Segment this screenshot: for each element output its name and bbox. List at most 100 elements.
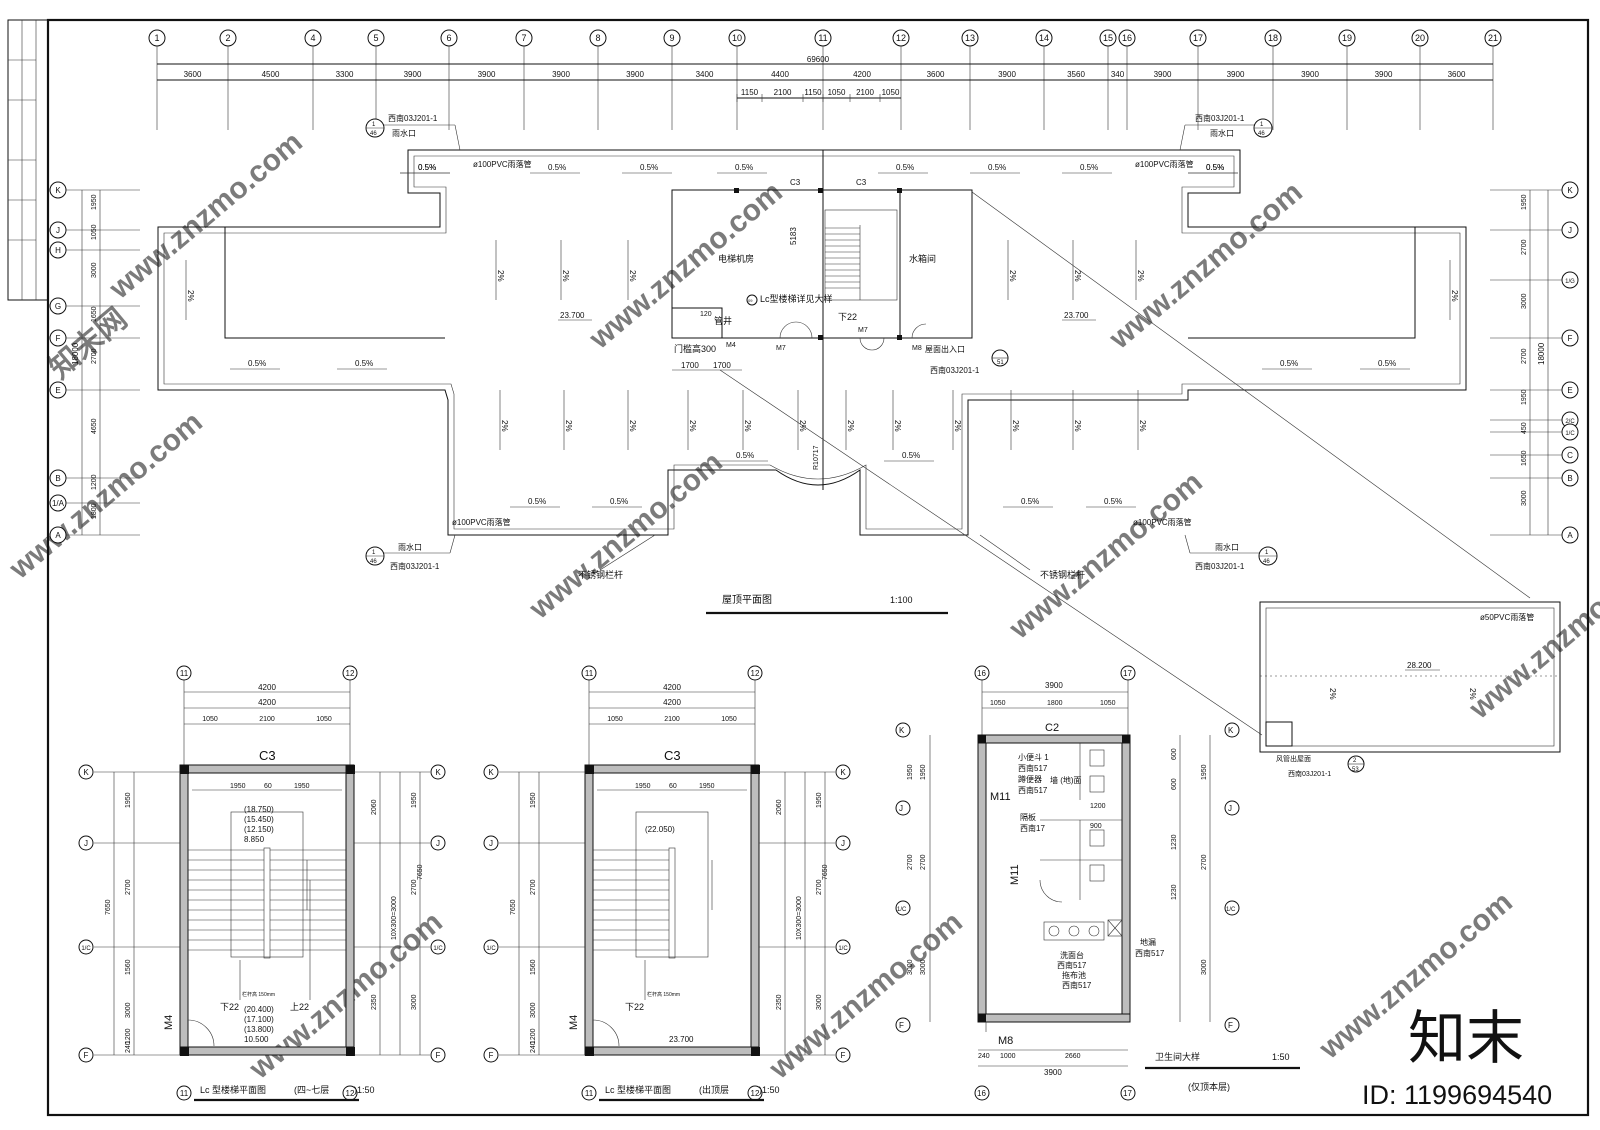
axis-label: 13	[965, 33, 975, 43]
axis-label: F	[489, 1051, 494, 1060]
svg-text:1: 1	[1260, 122, 1264, 128]
left-total-dimension: 18000	[71, 342, 80, 365]
svg-text:M8: M8	[998, 1035, 1013, 1047]
stair-right-dim: 2350	[371, 994, 378, 1010]
axis-label: A	[55, 531, 61, 540]
axis-label: K	[55, 186, 61, 195]
stair-left-dim: 1560	[125, 959, 132, 975]
right-dimension: 1650	[1521, 450, 1528, 466]
axis-label: 16	[1122, 33, 1132, 43]
slope-label: 0.5%	[988, 163, 1006, 172]
svg-text:3900: 3900	[1045, 681, 1063, 690]
svg-text:17: 17	[1123, 1089, 1132, 1098]
svg-text:1:50: 1:50	[1272, 1052, 1290, 1062]
stair-window-label: C3	[664, 748, 681, 763]
axis-label: H	[55, 246, 61, 255]
axis-label: 1/C	[81, 946, 91, 952]
door-m4: M4	[726, 342, 736, 349]
slope-2pct-label: 2%	[1011, 420, 1020, 432]
bay-dimension: 3560	[1067, 70, 1085, 79]
left-dimension: 1950	[91, 194, 98, 210]
pipe-shaft-dim: 120	[700, 311, 712, 318]
axis-label: 4	[310, 33, 315, 43]
axis-label: 12	[346, 669, 355, 678]
stair-dim: 1050	[721, 716, 737, 723]
center-dimension: 2100	[774, 88, 792, 97]
stair-wall-left	[179, 764, 189, 1056]
axis-label: 2	[225, 33, 230, 43]
svg-text:1: 1	[372, 122, 376, 128]
svg-text:西南03J201-1: 西南03J201-1	[1195, 113, 1245, 123]
stair-detail-title: Lc 型楼梯平面图	[605, 1084, 671, 1095]
axis-label: J	[841, 839, 845, 848]
stair-elevation: 8.850	[244, 835, 265, 844]
svg-text:1050: 1050	[1100, 700, 1116, 707]
bay-dimension: 3900	[404, 70, 422, 79]
svg-text:地漏: 地漏	[1140, 937, 1156, 947]
axis-label: E	[1567, 386, 1572, 395]
slope-label: 0.5%	[1021, 497, 1039, 506]
axis-label: 11	[818, 33, 827, 43]
svg-text:西南517: 西南517	[1057, 960, 1087, 970]
stair-wall-right	[345, 764, 355, 1056]
toilet-detail: 16 17 3900 1050 1800 1050 C2 小便斗 1 西南517…	[895, 665, 1300, 1101]
svg-text:2%: 2%	[1468, 688, 1477, 700]
bay-dimension: 3600	[927, 70, 945, 79]
axis-label: K	[83, 768, 89, 777]
axis-label: 1/C	[486, 946, 496, 952]
slope-label: 0.5%	[610, 497, 628, 506]
stair-dim: 1050	[316, 716, 332, 723]
sheet-border	[46, 18, 1590, 1117]
stair-elevation: 10.500	[244, 1035, 269, 1044]
roof-slope-labels: 0.5%0.5%0.5%0.5%0.5%0.5%0.5%0.5%0.5%0.5%…	[230, 163, 1410, 508]
stair-elevation: (15.450)	[244, 815, 274, 824]
axis-label: 19	[1342, 33, 1352, 43]
axis-label: 18	[1268, 33, 1278, 43]
axis-label: 20	[1415, 33, 1425, 43]
right-dimension: 1950	[1521, 194, 1528, 210]
slope-label: 0.5%	[1378, 359, 1396, 368]
svg-text:46: 46	[370, 559, 377, 565]
slope-label: 0.5%	[902, 451, 920, 460]
axis-label: 1/C	[1565, 431, 1575, 437]
axis-label: J	[489, 839, 493, 848]
svg-text:1950: 1950	[920, 764, 927, 780]
svg-text:2700: 2700	[1201, 854, 1208, 870]
stair-wall-right	[750, 764, 760, 1056]
axis-label: 1/A	[52, 499, 65, 508]
svg-text:600: 600	[1171, 778, 1178, 790]
svg-text:蹲便器: 蹲便器	[1018, 774, 1042, 784]
axis-bubble	[835, 764, 851, 780]
slope-2pct-label: 2%	[1136, 270, 1145, 282]
svg-text:28.200: 28.200	[1407, 661, 1432, 670]
slope-label: 0.5%	[896, 163, 914, 172]
svg-text:西南03J201-1: 西南03J201-1	[388, 113, 438, 123]
axis-label: 6	[446, 33, 451, 43]
center-dimension: 1150	[804, 88, 822, 97]
svg-text:1000: 1000	[1000, 1053, 1016, 1060]
center-dimension: 1150	[741, 88, 759, 97]
core-stair-treads	[825, 225, 861, 300]
center-dimension: 1050	[828, 88, 846, 97]
axis-label: 15	[1103, 33, 1113, 43]
svg-text:雨水口: 雨水口	[1210, 128, 1234, 138]
axis-bubble	[483, 1047, 499, 1063]
svg-text:2%: 2%	[1328, 688, 1337, 700]
stair-elevation: (17.100)	[244, 1015, 274, 1024]
axis-label: 12	[346, 1089, 355, 1098]
svg-text:53: 53	[1352, 767, 1359, 773]
stair-left-dim: 1200	[530, 1028, 537, 1044]
water-tank-room-label: 水箱间	[909, 253, 936, 264]
bay-dimension: 3900	[478, 70, 496, 79]
axis-label: 5	[373, 33, 378, 43]
svg-text:1230: 1230	[1171, 884, 1178, 900]
slope-2pct-label: 2%	[628, 420, 637, 432]
stair-left-dim: 1560	[530, 959, 537, 975]
slope-label: 0.5%	[1280, 359, 1298, 368]
pipe-shaft-label: 管井	[714, 315, 732, 326]
stair-wall-bottom	[179, 1046, 355, 1056]
svg-text:西南517: 西南517	[1062, 980, 1092, 990]
slope-2pct-label: 2%	[743, 420, 752, 432]
svg-text:西南03J201-1: 西南03J201-1	[390, 561, 440, 571]
